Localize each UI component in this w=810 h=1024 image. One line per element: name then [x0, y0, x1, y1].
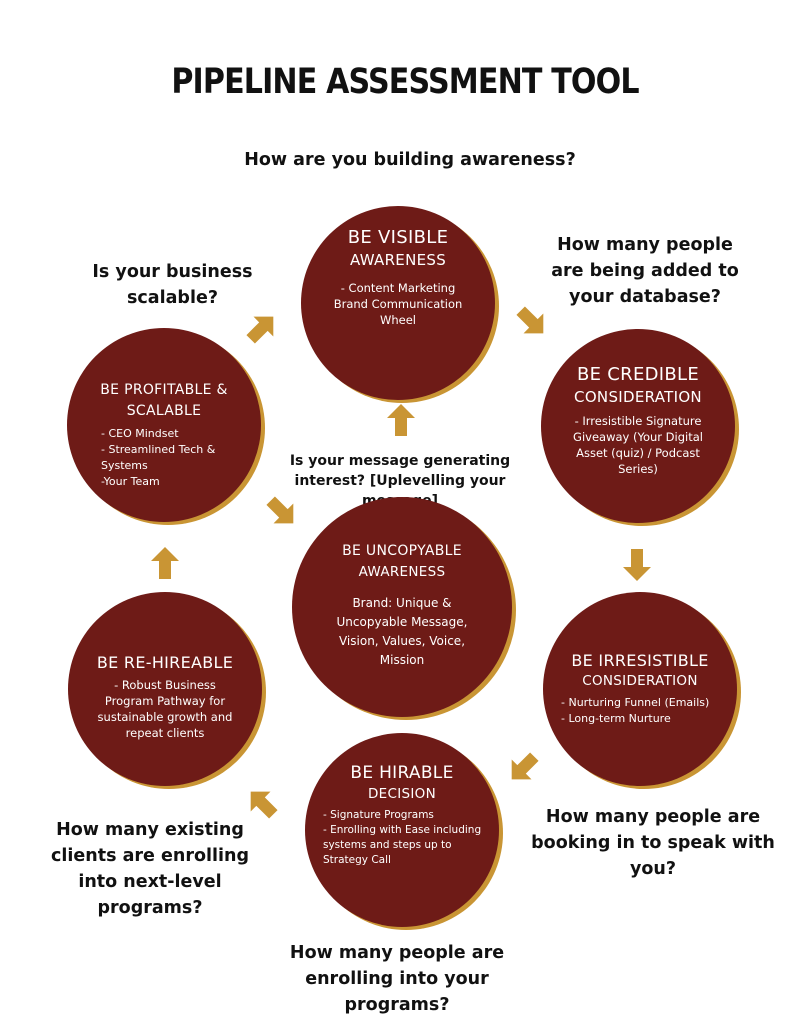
stage-label: DECISION: [367, 786, 436, 802]
stage-be-profitable: BE PROFITABLE & SCALABLE - CEO Mindset -…: [67, 328, 261, 522]
stage-item: - Signature Programs: [323, 809, 434, 821]
stage-body: Brand: Unique & Uncopyable Message, Visi…: [336, 596, 468, 667]
stage-heading: BE CREDIBLE: [576, 364, 700, 385]
stage-body: - Robust Business Program Pathway for su…: [97, 678, 233, 740]
stage-heading: BE VISIBLE: [347, 227, 449, 248]
stage-items: - CEO Mindset - Streamlined Tech & Syste…: [83, 426, 245, 490]
arrow-up-left-icon: [250, 791, 278, 819]
arrow-up-center-icon: [387, 404, 415, 436]
stage-label: CONSIDERATION: [582, 673, 698, 689]
stage-body: - Irresistible Signature Giveaway (Your …: [573, 414, 703, 476]
stage-heading: BE PROFITABLE & SCALABLE: [100, 382, 228, 419]
stage-heading: BE HIRABLE: [350, 763, 454, 783]
stage-be-rehireable: BE RE-HIREABLE - Robust Business Program…: [68, 592, 262, 786]
arrow-down-right-icon: [266, 496, 294, 524]
arrow-up-icon: [151, 547, 179, 579]
stage-be-visible: BE VISIBLE AWARENESS - Content Marketing…: [301, 206, 495, 400]
stage-item: - Nurturing Funnel (Emails): [561, 696, 710, 709]
stage-label: AWARENESS: [349, 251, 447, 269]
stage-item: - Long-term Nurture: [561, 712, 671, 725]
stage-items: - Signature Programs - Enrolling with Ea…: [319, 808, 485, 868]
question-database: How many people are being added to your …: [551, 235, 739, 307]
stage-body: - Content Marketing Brand Communication …: [333, 281, 463, 327]
stage-item: - Streamlined Tech & Systems: [101, 443, 216, 472]
arrow-up-right-icon: [246, 316, 274, 344]
stage-heading: BE RE-HIREABLE: [96, 653, 234, 672]
stage-label: CONSIDERATION: [574, 388, 702, 406]
stage-items: - Nurturing Funnel (Emails) - Long-term …: [553, 695, 727, 727]
stage-label: AWARENESS: [358, 564, 446, 580]
question-scalable: Is your business scalable?: [92, 262, 253, 308]
question-enrolling: How many people are enrolling into your …: [289, 943, 505, 1015]
stage-be-credible: BE CREDIBLE CONSIDERATION - Irresistible…: [541, 329, 735, 523]
arrow-right-down-icon: [516, 306, 544, 334]
stage-item: - CEO Mindset: [101, 427, 179, 440]
stage-be-hirable: BE HIRABLE DECISION - Signature Programs…: [305, 733, 499, 927]
arrow-down-icon: [623, 549, 651, 581]
stage-item: -Your Team: [101, 475, 160, 488]
stage-heading: BE UNCOPYABLE: [342, 543, 462, 559]
arrow-down-left-icon: [511, 752, 539, 780]
stage-be-irresistible: BE IRRESISTIBLE CONSIDERATION - Nurturin…: [543, 592, 737, 786]
stage-be-uncopyable: BE UNCOPYABLE AWARENESS Brand: Unique & …: [292, 497, 512, 717]
question-awareness: How are you building awareness?: [244, 150, 576, 170]
question-existing: How many existing clients are enrolling …: [51, 820, 249, 918]
stage-heading: BE IRRESISTIBLE: [571, 651, 709, 670]
question-booking: How many people are booking in to speak …: [531, 807, 775, 879]
stage-item: - Enrolling with Ease including systems …: [323, 824, 482, 866]
page-title: PIPELINE ASSESSMENT TOOL: [171, 62, 639, 102]
